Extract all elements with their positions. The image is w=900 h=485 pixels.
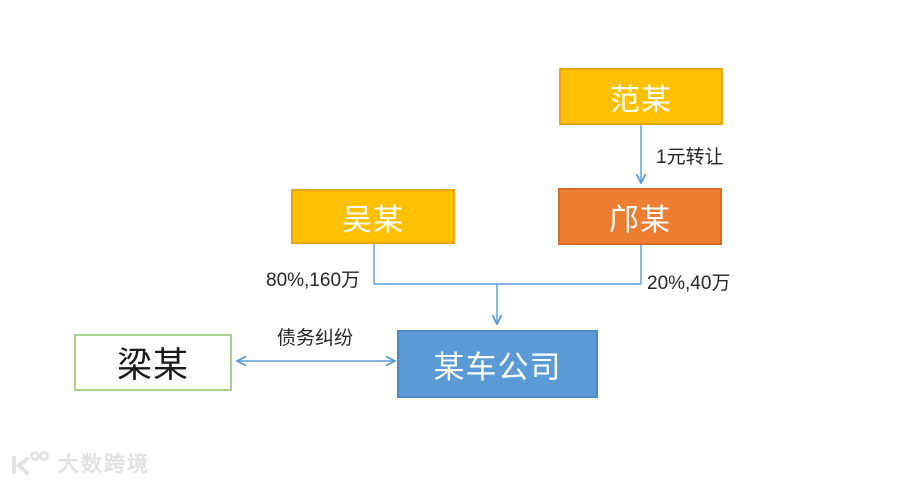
edge-label-wu-share: 80%,160万 [266,270,361,291]
node-liang: 梁某 [74,334,232,391]
edge-label-transfer: 1元转让 [656,147,724,168]
k100-logo-icon [12,451,49,475]
node-wu: 吴某 [291,189,455,244]
node-kuang: 邝某 [558,188,722,245]
node-fan: 范某 [559,68,723,125]
edge-label-debt: 债务纠纷 [277,328,354,349]
edge-label-kuang-share: 20%,40万 [647,273,731,294]
watermark-text: 大数跨境 [58,453,150,476]
watermark: 大数跨境 [10,448,150,478]
node-company: 某车公司 [397,330,598,398]
